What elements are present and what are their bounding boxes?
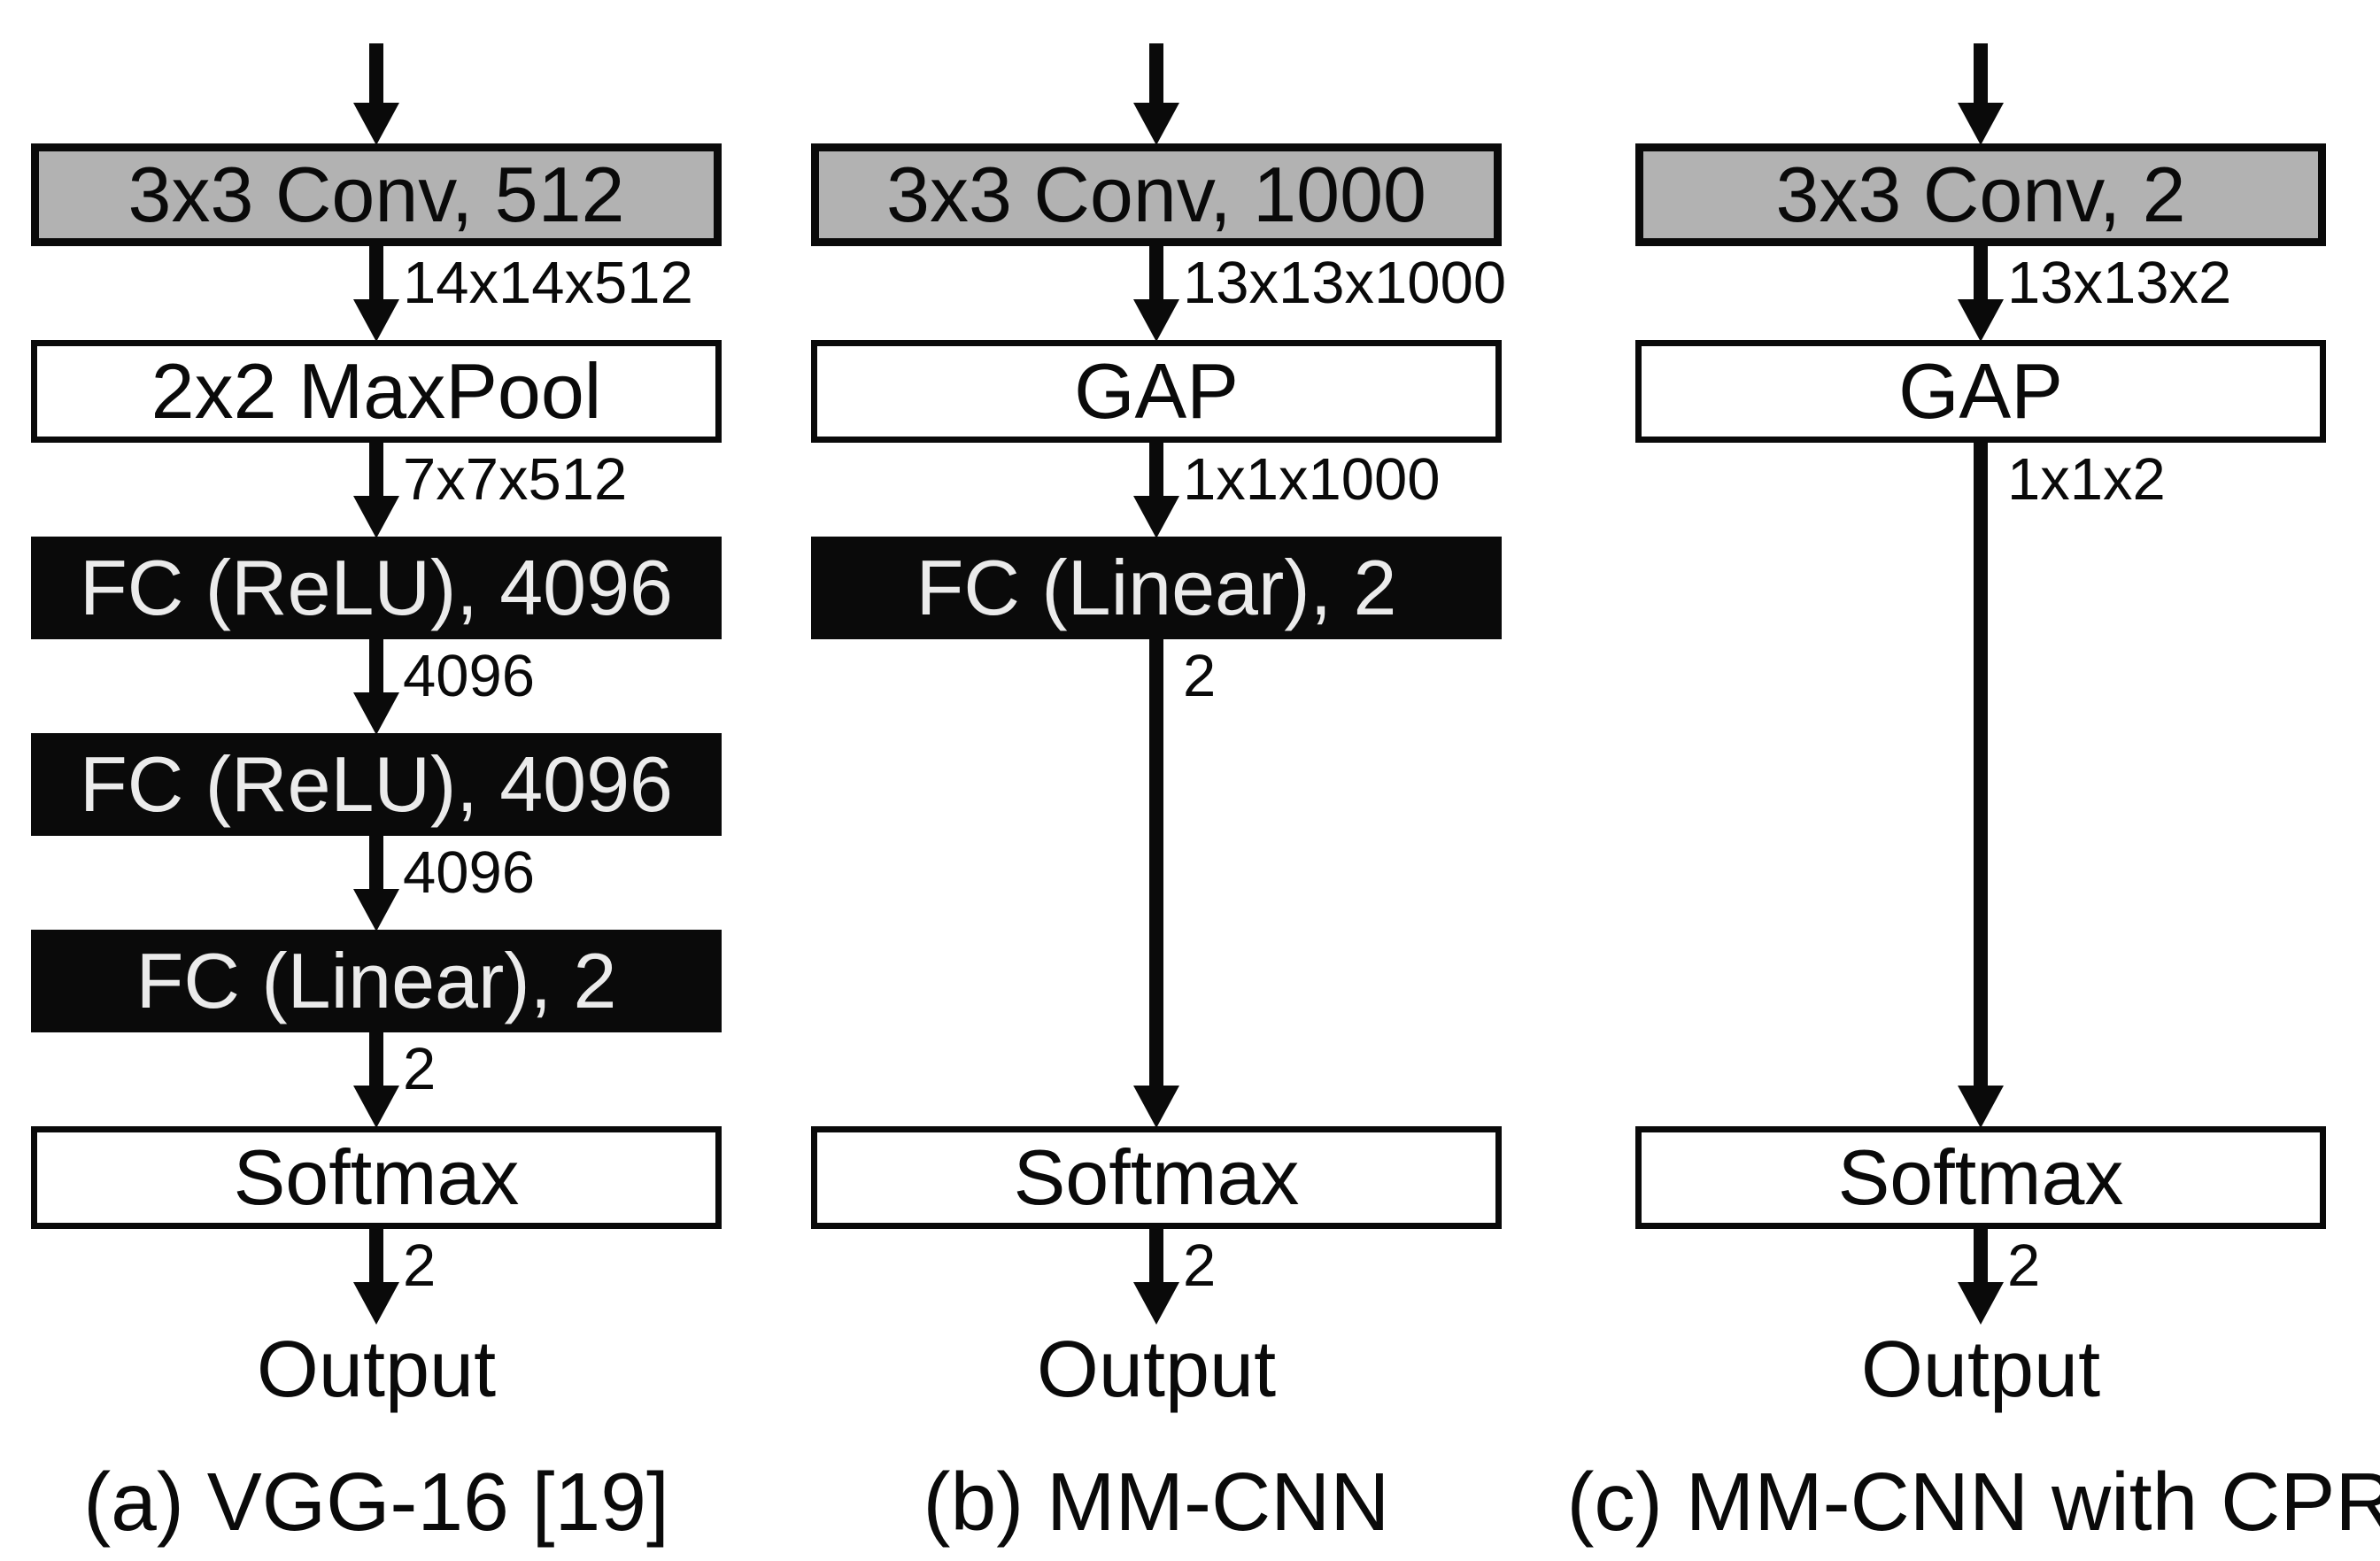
layer-label: GAP [1074, 347, 1239, 435]
arrow-down-icon [353, 1086, 399, 1128]
arrow-stem [369, 836, 383, 889]
arrow-stem [1149, 639, 1163, 1086]
arrow-down-icon [1133, 299, 1179, 342]
layer-box-fc-relu-2: FC (ReLU), 4096 [31, 733, 722, 836]
layer-label: GAP [1898, 347, 2063, 435]
edge-label: 4096 [403, 643, 536, 709]
edge-label: 1x1x2 [2007, 446, 2166, 513]
arrow-down-icon [353, 103, 399, 145]
figure-caption: (a) VGG-16 [19] [83, 1456, 669, 1548]
edge-label: 2 [403, 1233, 437, 1299]
layer-box-conv: 3x3 Conv, 2 [1635, 143, 2326, 246]
output-label: Output [1036, 1325, 1277, 1414]
layer-label: 3x3 Conv, 1000 [886, 151, 1426, 238]
layer-box-conv: 3x3 Conv, 512 [31, 143, 722, 246]
layer-box-fc-relu-1: FC (ReLU), 4096 [31, 537, 722, 639]
edge-label: 2 [403, 1036, 437, 1102]
arrow-stem [1974, 246, 1988, 299]
input-arrow-stem [1974, 43, 1988, 103]
edge-label: 2 [1183, 1233, 1217, 1299]
layer-label: Softmax [1837, 1133, 2124, 1221]
layer-box-maxpool: 2x2 MaxPool [31, 340, 722, 443]
edge-label: 7x7x512 [403, 446, 628, 513]
edge-label: 14x14x512 [403, 250, 693, 316]
arrow-down-icon [1958, 1282, 2004, 1325]
arrow-stem [369, 246, 383, 299]
arrow-stem [369, 443, 383, 496]
layer-box-softmax: Softmax [31, 1126, 722, 1229]
arrow-stem [1974, 1229, 1988, 1282]
arrow-stem [1149, 1229, 1163, 1282]
arrow-stem [369, 1032, 383, 1086]
arrow-down-icon [1958, 299, 2004, 342]
arrow-down-icon [1958, 103, 2004, 145]
edge-label: 1x1x1000 [1183, 446, 1441, 513]
layer-label: FC (Linear), 2 [135, 937, 617, 1024]
layer-label: Softmax [1013, 1133, 1300, 1221]
layer-box-softmax: Softmax [811, 1126, 1502, 1229]
layer-box-fc-linear: FC (Linear), 2 [811, 537, 1502, 639]
arrow-down-icon [353, 692, 399, 735]
layer-label: FC (ReLU), 4096 [79, 740, 673, 828]
arrow-down-icon [1133, 1086, 1179, 1128]
arrow-stem [369, 1229, 383, 1282]
layer-box-gap: GAP [1635, 340, 2326, 443]
arrow-stem [1149, 246, 1163, 299]
figure-caption: (c) MM-CNN with CPR [1566, 1456, 2380, 1548]
output-label: Output [256, 1325, 497, 1414]
edge-label: 13x13x1000 [1183, 250, 1507, 316]
output-label: Output [1860, 1325, 2101, 1414]
arrow-down-icon [1958, 1086, 2004, 1128]
arrow-stem [1149, 443, 1163, 496]
layer-box-fc-linear: FC (Linear), 2 [31, 930, 722, 1032]
arrow-stem [1974, 443, 1988, 1086]
arrow-down-icon [1133, 103, 1179, 145]
edge-label: 13x13x2 [2007, 250, 2232, 316]
arrow-stem [369, 639, 383, 692]
edge-label: 2 [1183, 643, 1217, 709]
figure-caption: (b) MM-CNN [923, 1456, 1390, 1548]
input-arrow-stem [369, 43, 383, 103]
layer-label: 3x3 Conv, 512 [128, 151, 625, 238]
edge-label: 4096 [403, 839, 536, 906]
layer-box-softmax: Softmax [1635, 1126, 2326, 1229]
layer-label: Softmax [233, 1133, 520, 1221]
input-arrow-stem [1149, 43, 1163, 103]
arrow-down-icon [353, 299, 399, 342]
layer-box-gap: GAP [811, 340, 1502, 443]
layer-label: 3x3 Conv, 2 [1775, 151, 2186, 238]
arrow-down-icon [1133, 1282, 1179, 1325]
arrow-down-icon [353, 496, 399, 538]
arrow-down-icon [353, 889, 399, 931]
layer-box-conv: 3x3 Conv, 1000 [811, 143, 1502, 246]
arrow-down-icon [353, 1282, 399, 1325]
arrow-down-icon [1133, 496, 1179, 538]
edge-label: 2 [2007, 1233, 2041, 1299]
layer-label: 2x2 MaxPool [151, 347, 602, 435]
layer-label: FC (ReLU), 4096 [79, 544, 673, 631]
layer-label: FC (Linear), 2 [916, 544, 1397, 631]
